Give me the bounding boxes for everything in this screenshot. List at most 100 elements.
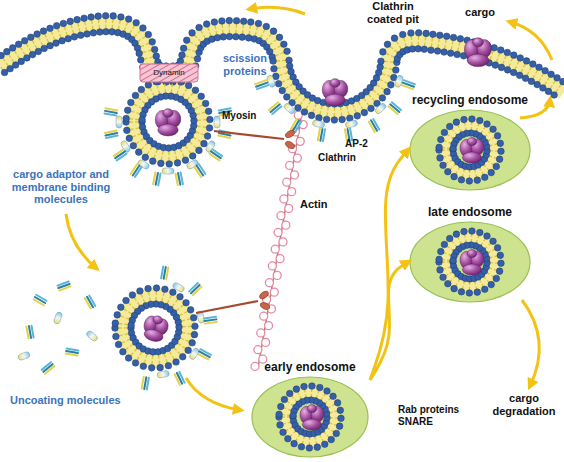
lipid-head bbox=[511, 52, 518, 59]
lipid-head bbox=[203, 21, 210, 28]
lipid-head bbox=[430, 31, 437, 38]
lipid-tail bbox=[229, 30, 230, 34]
actin-monomer bbox=[271, 245, 279, 253]
lipid-head bbox=[484, 121, 491, 128]
lipid-tail bbox=[431, 43, 433, 47]
lipid-head bbox=[277, 422, 284, 429]
lipid-tail bbox=[309, 101, 311, 104]
lipid-tail bbox=[263, 29, 265, 33]
lipid-tail bbox=[20, 47, 22, 50]
lipid-tail bbox=[162, 151, 164, 155]
lipid-tail bbox=[184, 311, 188, 313]
adaptor-protein bbox=[345, 120, 358, 129]
adaptor-protein bbox=[162, 168, 174, 174]
lipid-head bbox=[415, 30, 422, 37]
clathrin-bar bbox=[205, 319, 217, 321]
lipid-head bbox=[391, 35, 398, 42]
lipid-tail bbox=[168, 151, 169, 155]
lipid-head bbox=[102, 12, 109, 19]
lipid-head bbox=[494, 133, 501, 140]
lipid-tail bbox=[195, 132, 199, 133]
lipid-head bbox=[177, 293, 184, 300]
lipid-head bbox=[196, 24, 203, 31]
lipid-head bbox=[293, 386, 300, 393]
clathrin-subunit bbox=[369, 119, 380, 132]
protein-lobe bbox=[462, 264, 481, 275]
clathrin-bar bbox=[153, 173, 155, 185]
lipid-tail bbox=[3, 58, 5, 61]
lipid-head bbox=[67, 18, 74, 25]
lipid-head bbox=[528, 78, 535, 85]
lipid-head bbox=[290, 412, 297, 419]
clathrin-bar bbox=[161, 266, 163, 278]
lipid-tail bbox=[315, 103, 317, 107]
lipid-head bbox=[158, 160, 165, 167]
clathrin-bar bbox=[166, 267, 168, 279]
lipid-tail bbox=[183, 154, 185, 158]
lipid-tail bbox=[203, 126, 207, 128]
clathrin-subunit bbox=[66, 348, 79, 355]
clathrin-subunit bbox=[57, 282, 70, 291]
lipid-head bbox=[196, 147, 203, 154]
adaptor-protein bbox=[137, 159, 150, 170]
lipid-head bbox=[41, 45, 48, 52]
clathrin-bar bbox=[45, 366, 54, 374]
lipid-head bbox=[28, 34, 35, 41]
endosome-outline bbox=[408, 205, 532, 305]
lipid-tail bbox=[73, 30, 74, 34]
actin-monomer bbox=[282, 221, 290, 229]
lipid-head bbox=[140, 25, 147, 32]
lipid-head bbox=[47, 42, 54, 49]
lipid-tail bbox=[131, 353, 134, 356]
lipid-tail bbox=[176, 308, 179, 311]
endosome-body bbox=[410, 110, 530, 190]
lipid-head bbox=[316, 384, 323, 391]
lipid-head bbox=[451, 285, 458, 292]
lipid-tail bbox=[152, 355, 154, 359]
lipid-head bbox=[522, 75, 529, 82]
uncoating-adaptors bbox=[17, 311, 98, 361]
lipid-head bbox=[148, 365, 155, 372]
lipid-head bbox=[378, 58, 385, 65]
lipid-tail bbox=[142, 101, 145, 104]
lipid-tail bbox=[418, 42, 419, 46]
lipid-tail bbox=[14, 50, 16, 53]
uncoating-molecules bbox=[26, 282, 95, 374]
lipid-head bbox=[504, 49, 511, 56]
cargo-protein bbox=[300, 405, 324, 431]
lipid-tail bbox=[188, 326, 192, 327]
protein-lobe bbox=[143, 328, 164, 344]
lipid-head bbox=[255, 20, 262, 27]
lipid-tail bbox=[35, 45, 37, 49]
endosome-body bbox=[410, 222, 530, 302]
lipid-head bbox=[393, 67, 400, 74]
lipid-tail bbox=[159, 361, 161, 365]
lipid-tail bbox=[135, 348, 138, 351]
lipid-tail bbox=[187, 49, 191, 50]
lipid-head bbox=[446, 235, 453, 242]
lipid-tail bbox=[411, 42, 413, 46]
lipid-tail bbox=[124, 28, 125, 32]
lipid-head bbox=[59, 37, 66, 44]
clathrin-bar bbox=[194, 167, 201, 177]
clathrin-bar bbox=[164, 267, 166, 279]
lipid-head bbox=[434, 48, 441, 55]
cargo-protein bbox=[322, 79, 348, 106]
lipid-tail bbox=[372, 90, 375, 93]
lipid-head bbox=[183, 37, 190, 44]
lipid-tail bbox=[120, 316, 124, 317]
lipid-tail bbox=[265, 38, 268, 41]
clathrin-subunit bbox=[175, 173, 182, 186]
organelle-label: early endosome bbox=[250, 360, 370, 374]
lipid-head bbox=[133, 19, 140, 26]
lipid-head bbox=[189, 340, 196, 347]
lipid-head bbox=[132, 92, 139, 99]
lipid-tail bbox=[334, 113, 335, 117]
lipid-tail bbox=[361, 106, 363, 110]
lipid-head bbox=[112, 320, 119, 327]
lipid-head bbox=[339, 116, 346, 123]
clathrin-subunit bbox=[388, 102, 401, 114]
lipid-head bbox=[123, 297, 130, 304]
lipid-tail bbox=[66, 32, 67, 36]
lipid-head bbox=[309, 383, 316, 390]
